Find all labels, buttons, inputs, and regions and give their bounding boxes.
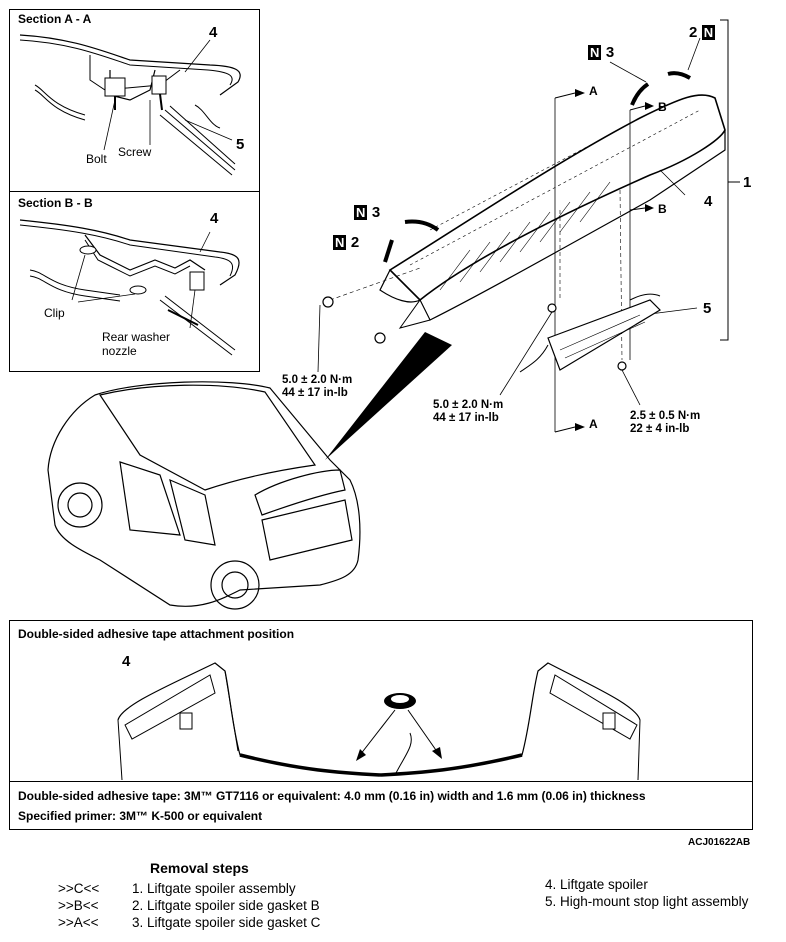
callout-3-top: N 3 — [588, 44, 614, 62]
washer-label-2: nozzle — [102, 344, 137, 358]
removal-steps-list: >>C<< 1. Liftgate spoiler assembly >>B<< 2… — [58, 880, 320, 931]
section-aa-callout-4: 4 — [209, 24, 218, 41]
section-bb-drawing — [19, 219, 240, 356]
figure-id: ACJ01622AB — [688, 837, 751, 848]
callout-2-left-number: 2 — [350, 234, 360, 251]
removal-steps-list-right: 4. Liftgate spoiler 5. High-mount stop l… — [545, 876, 748, 910]
tape-callout-4: 4 — [122, 653, 131, 670]
tape-drawing — [117, 662, 641, 781]
step-marker: >>C<< — [58, 881, 100, 896]
callout-4: 4 — [704, 193, 713, 210]
step-text: 2. Liftgate spoiler side gasket B — [132, 898, 320, 913]
torque-value-imperial: 44 ± 17 in-lb — [433, 412, 499, 424]
callout-3-left: N 3 — [354, 204, 380, 222]
n-symbol: N — [333, 235, 347, 250]
section-bb-callout-4: 4 — [210, 210, 219, 227]
n-symbol: N — [588, 45, 602, 60]
section-aa-panel: Section A - A 4 5 Bolt Screw — [9, 9, 260, 192]
torque-value: 2.5 ± 0.5 N·m — [630, 410, 701, 422]
clip-label: Clip — [44, 306, 65, 320]
section-b-marker-top: B — [658, 100, 667, 114]
n-symbol: N — [354, 205, 368, 220]
removal-step: 4. Liftgate spoiler — [545, 877, 648, 892]
tape-panel-title: Double-sided adhesive tape attachment po… — [18, 627, 295, 641]
section-aa-callout-5: 5 — [236, 136, 245, 153]
tape-spec-divider — [10, 781, 752, 782]
step-text: 1. Liftgate spoiler assembly — [132, 881, 296, 896]
n-symbol: N — [701, 25, 716, 40]
callout-1: 1 — [743, 174, 752, 191]
callout-2-top-number: 2 — [689, 24, 698, 41]
step-text: 3. Liftgate spoiler side gasket C — [132, 915, 321, 930]
removal-step: >>A<< 3. Liftgate spoiler side gasket C — [58, 914, 320, 931]
section-bb-title: Section B - B — [18, 196, 93, 210]
washer-label-1: Rear washer — [102, 330, 171, 344]
step-marker: >>A<< — [58, 915, 99, 930]
torque-spec-right: 2.5 ± 0.5 N·m 22 ± 4 in-lb — [630, 410, 700, 436]
removal-step: 5. High-mount stop light assembly — [545, 894, 749, 909]
section-a-marker-top: A — [589, 84, 598, 98]
torque-spec-left: 5.0 ± 2.0 N·m 44 ± 17 in-lb — [282, 374, 352, 400]
removal-step: >>C<< 1. Liftgate spoiler assembly — [58, 880, 320, 897]
step-marker: >>B<< — [58, 898, 99, 913]
section-a-marker-bottom: A — [589, 417, 598, 431]
torque-value: 5.0 ± 2.0 N·m — [433, 399, 504, 411]
callout-2-top: 2 N — [689, 24, 716, 42]
tape-panel: Double-sided adhesive tape attachment po… — [9, 620, 753, 830]
torque-value: 5.0 ± 2.0 N·m — [282, 374, 353, 386]
removal-step: >>B<< 2. Liftgate spoiler side gasket B — [58, 897, 320, 914]
callout-3-top-number: 3 — [605, 44, 615, 61]
callout-5: 5 — [703, 300, 712, 317]
section-aa-title: Section A - A — [18, 12, 92, 26]
exploded-view — [47, 19, 740, 610]
section-b-marker-bottom: B — [658, 202, 667, 216]
torque-spec-middle: 5.0 ± 2.0 N·m 44 ± 17 in-lb — [433, 399, 503, 425]
removal-steps-heading: Removal steps — [150, 860, 249, 876]
section-bb-panel: Section B - B 4 Clip Rear washer nozzle — [9, 190, 260, 372]
callout-2-left: N 2 — [333, 234, 359, 252]
torque-value-imperial: 44 ± 17 in-lb — [282, 387, 348, 399]
primer-spec: Specified primer: 3M™ K-500 or equivalen… — [18, 809, 263, 823]
tape-spec: Double-sided adhesive tape: 3M™ GT7116 o… — [18, 789, 646, 803]
callout-3-left-number: 3 — [371, 204, 381, 221]
torque-value-imperial: 22 ± 4 in-lb — [630, 423, 690, 435]
section-aa-drawing — [19, 34, 241, 176]
vehicle-outline — [47, 381, 361, 610]
screw-label: Screw — [118, 145, 152, 159]
bolt-label: Bolt — [86, 152, 107, 166]
